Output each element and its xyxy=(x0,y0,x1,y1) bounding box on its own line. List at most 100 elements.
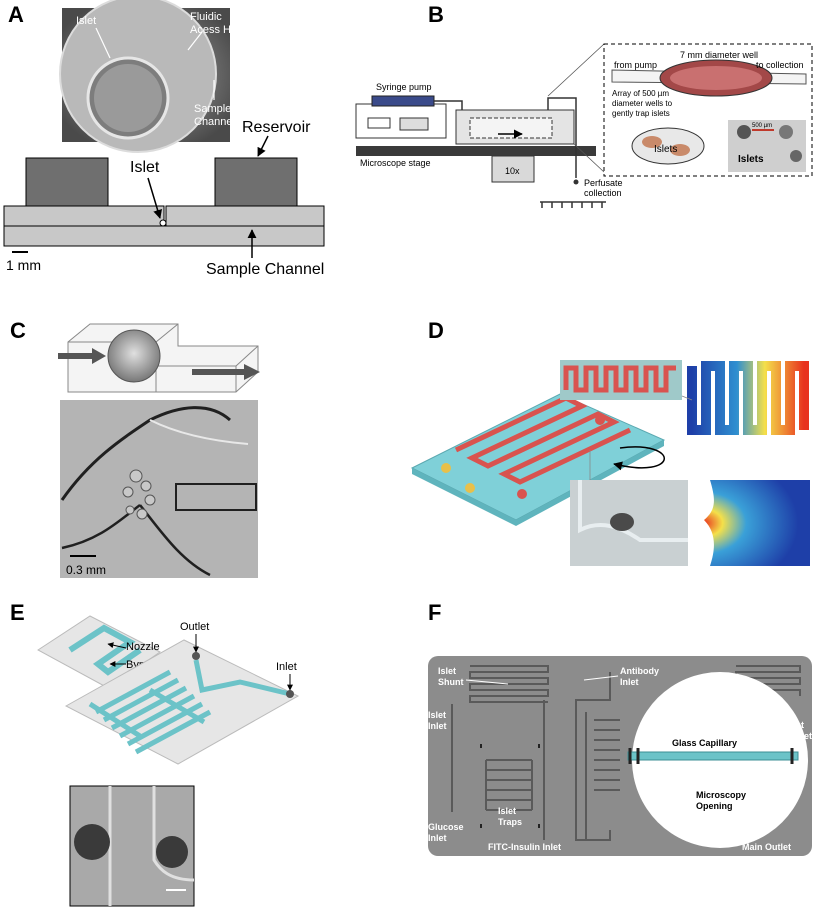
heatmap-trap-wall xyxy=(692,480,714,566)
panel-d xyxy=(410,360,810,566)
photo-d-islet xyxy=(610,513,634,531)
label-outlet: Outlet xyxy=(180,621,209,633)
leader-shunt xyxy=(465,679,509,685)
cell-3 xyxy=(122,486,134,498)
panel-label-f: F xyxy=(428,600,442,625)
inlet-arrow-head xyxy=(92,348,106,364)
lower-layer xyxy=(3,225,325,247)
chip-e-outlet-line xyxy=(193,659,291,697)
drop xyxy=(573,179,579,185)
channel-outline-3 xyxy=(149,419,249,445)
photo-label-islet: Islet xyxy=(76,15,96,27)
collection-plate xyxy=(540,201,606,208)
glass-capillary xyxy=(627,751,799,761)
cell-6 xyxy=(125,505,135,515)
islet-texture xyxy=(94,64,162,132)
cell-4 xyxy=(144,494,156,506)
scale-label-a: 1 mm xyxy=(6,257,41,273)
leader-nozzle xyxy=(107,642,127,649)
zoom-line-top xyxy=(547,43,605,97)
label-syringe-pump: Syringe pump xyxy=(376,82,432,92)
mixer-serpentine xyxy=(585,712,620,840)
photo-well-1 xyxy=(737,125,751,139)
microscope-stage xyxy=(356,146,596,156)
cell-5 xyxy=(136,508,148,520)
outlet-arrow-head xyxy=(244,364,260,380)
upper-layer-right xyxy=(165,205,325,227)
photo-leader-islet xyxy=(95,27,111,59)
chip-e-channels xyxy=(88,669,212,755)
zoom-serpentine xyxy=(560,360,682,400)
zoom-line-d2 xyxy=(681,395,693,401)
leader-antibody xyxy=(583,675,619,681)
photo-well-3 xyxy=(790,150,802,162)
label-objective: 10x xyxy=(505,166,520,176)
label-reservoir: Reservoir xyxy=(242,119,311,136)
trap-array xyxy=(485,759,533,811)
photo-d-channel xyxy=(578,480,688,542)
channel-outline-1 xyxy=(60,406,232,501)
upper-layer-left xyxy=(3,205,165,227)
panel-b: Syringe pump Microscope stage 10x Perfus… xyxy=(355,43,813,208)
syringe xyxy=(371,95,435,107)
port-3 xyxy=(517,489,527,499)
pump-display xyxy=(367,117,391,129)
tubing xyxy=(434,100,463,110)
label-photo-scale: 500 µm xyxy=(752,123,772,129)
panel-label-e: E xyxy=(10,600,25,625)
zoom-line-bottom xyxy=(573,143,605,173)
outlet-port xyxy=(192,652,200,660)
capillary-clamps xyxy=(628,748,794,764)
panel-c: 0.3 mm xyxy=(58,323,260,578)
serpentine-d xyxy=(454,395,632,485)
port-2 xyxy=(465,483,475,493)
pump-buttons xyxy=(399,117,429,131)
shunt-serpentine xyxy=(469,665,549,703)
islet-sphere xyxy=(107,329,161,383)
label-islets-inset: Islets xyxy=(654,144,677,155)
panel-label-d: D xyxy=(428,318,444,343)
label-microscope-stage: Microscope stage xyxy=(360,158,431,168)
label-nozzle: Nozzle xyxy=(126,641,160,653)
photo-leader-hole xyxy=(187,31,203,51)
arrow-loop-d xyxy=(613,446,665,471)
panel-e: Nozzle Bypass Outlet Inlet xyxy=(37,615,300,907)
label-fitc-insulin-inlet: FITC-Insulin Inlet xyxy=(488,842,561,852)
trap-dots xyxy=(480,744,540,828)
islet-b xyxy=(670,144,690,156)
label-inlet: Inlet xyxy=(276,661,297,673)
trapped-islet-1 xyxy=(74,824,110,860)
micrograph-e-walls xyxy=(108,786,195,906)
port-1 xyxy=(441,463,451,473)
outflow-tube xyxy=(547,97,577,178)
cell-2 xyxy=(140,480,152,492)
panel-label-a: A xyxy=(8,2,24,27)
panel-label-b: B xyxy=(428,2,444,27)
label-glass-capillary: Glass Capillary xyxy=(672,738,737,748)
chip-d-side xyxy=(412,440,664,526)
inlet-port xyxy=(286,690,294,698)
label-islets-photo: Islets xyxy=(738,154,764,165)
heatmap-serpentine xyxy=(687,361,809,435)
zoom-serpentine-path xyxy=(563,365,676,393)
label-islet: Islet xyxy=(130,159,160,176)
trapped-islet-2 xyxy=(156,836,188,868)
label-sample-channel: Sample Channel xyxy=(206,261,324,278)
